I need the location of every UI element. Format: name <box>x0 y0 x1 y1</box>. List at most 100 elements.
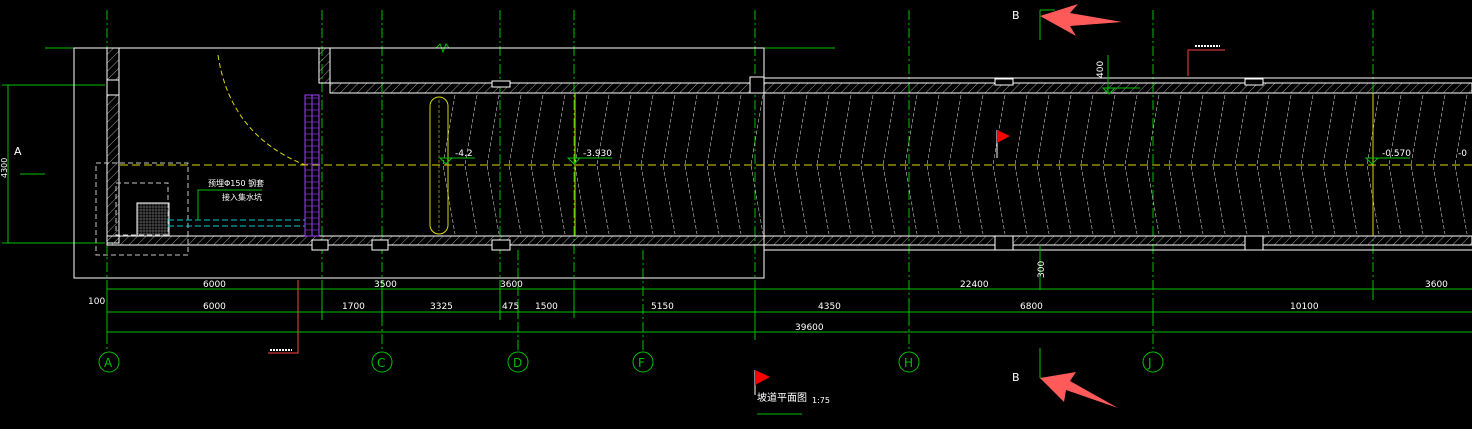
slope-hatch-mark <box>816 94 830 235</box>
dimension-lines <box>106 280 1472 340</box>
slope-hatch-mark <box>838 94 852 235</box>
slope-hatch-mark <box>530 94 544 235</box>
ramp-outline <box>73 47 1472 279</box>
slope-hatch-mark <box>1058 94 1072 235</box>
slope-hatch-mark <box>1146 94 1160 235</box>
dim-row2-6: 5150 <box>651 302 674 312</box>
slope-hatch-mark <box>772 94 786 235</box>
slope-hatch-mark <box>860 94 874 235</box>
slope-hatch-mark <box>1344 94 1358 235</box>
slope-hatch-mark <box>662 94 676 235</box>
elevation-label-4: -0 <box>1458 149 1467 159</box>
bottom-tag-leader <box>268 280 299 354</box>
axis-label-c: C <box>377 356 385 370</box>
slope-hatch-mark <box>794 94 808 235</box>
slope-hatch-mark <box>596 94 610 235</box>
dim-row2-1: 6000 <box>203 302 226 312</box>
axis-label-f: F <box>638 356 645 370</box>
vertical-dimensions <box>1039 55 1109 290</box>
slope-hatch-mark <box>1102 94 1116 235</box>
dim-row2-5: 1500 <box>535 302 558 312</box>
section-cut-marks <box>1039 9 1055 379</box>
elevation-label-1: -4.2 <box>455 149 473 159</box>
dim-left-offset: 100 <box>88 297 105 307</box>
dim-total: 39600 <box>795 323 824 333</box>
grid-axis-lines <box>106 10 1374 350</box>
left-dimension <box>2 84 105 244</box>
dim-row1-4: 22400 <box>960 280 989 290</box>
slope-hatch-mark <box>1036 94 1050 235</box>
slope-hatch-mark <box>992 94 1006 235</box>
slope-hatch-mark <box>882 94 896 235</box>
slope-hatch-mark <box>1190 94 1204 235</box>
tag-leader <box>1187 49 1225 76</box>
dim-row2-2: 1700 <box>342 302 365 312</box>
break-symbol <box>435 42 450 54</box>
axis-label-a: A <box>104 356 113 370</box>
vertical-dim-400: 400 <box>1096 61 1106 78</box>
slope-hatch-mark <box>1454 94 1468 235</box>
elevation-label-3: -0.570 <box>1382 149 1411 159</box>
slope-hatch-mark <box>1212 94 1226 235</box>
section-mark-top: B <box>1012 9 1020 22</box>
ramp-slope-hatch <box>442 94 1468 235</box>
arrow-icon-top <box>1040 4 1122 36</box>
door-swing-arc <box>217 54 306 166</box>
slope-hatch-mark <box>1432 94 1446 235</box>
elevation-markers <box>438 87 1410 165</box>
note-line-1: 预埋Φ150 钢套 <box>208 178 264 188</box>
slope-hatch-mark <box>1300 94 1314 235</box>
flag-icon-title <box>754 370 770 395</box>
slope-hatch-mark <box>904 94 918 235</box>
arrow-icon-bottom <box>1040 372 1118 408</box>
drain-trench <box>429 96 449 235</box>
slope-hatch-mark <box>552 94 566 235</box>
slope-hatch-mark <box>464 94 478 235</box>
slope-hatch-mark <box>1168 94 1182 235</box>
slope-hatch-mark <box>618 94 632 235</box>
note-leader <box>197 189 262 220</box>
drawing-scale: 1:75 <box>812 396 830 405</box>
slope-hatch-mark <box>442 94 456 235</box>
slope-hatch-mark <box>706 94 720 235</box>
slope-hatch-mark <box>948 94 962 235</box>
dim-row1-3: 3600 <box>500 280 523 290</box>
sump-pit <box>95 162 189 256</box>
slope-hatch-mark <box>574 94 588 235</box>
vertical-dim-300: 300 <box>1037 261 1047 278</box>
drain-pipe <box>168 219 305 227</box>
slope-hatch-mark <box>1388 94 1402 235</box>
slope-hatch-mark <box>640 94 654 235</box>
axis-bubbles <box>98 351 1164 373</box>
flag-icon <box>996 130 1010 158</box>
note-line-2: 接入集水坑 <box>222 192 262 202</box>
side-dimension: 4300 <box>0 158 9 178</box>
stair-steps <box>304 94 320 237</box>
dim-row1-1: 6000 <box>203 280 226 290</box>
dim-row2-8: 6800 <box>1020 302 1043 312</box>
dim-row2-4: 475 <box>502 302 519 312</box>
elevation-label-2: -3.930 <box>583 149 612 159</box>
axis-label-j: J <box>1147 356 1152 370</box>
slope-hatch-mark <box>1278 94 1292 235</box>
dim-row1-5: 3600 <box>1425 280 1448 290</box>
drawing-title: 坡道平面图 <box>757 391 807 404</box>
section-mark-bottom: B <box>1012 371 1020 384</box>
slope-hatch-mark <box>508 94 522 235</box>
slope-hatch-mark <box>750 94 764 235</box>
axis-label-d: D <box>513 356 522 370</box>
slope-hatch-mark <box>1234 94 1248 235</box>
slope-hatch-mark <box>486 94 500 235</box>
slope-hatch-mark <box>1080 94 1094 235</box>
slope-hatch-mark <box>1124 94 1138 235</box>
slope-hatch-mark <box>1256 94 1270 235</box>
slope-hatch-mark <box>970 94 984 235</box>
slope-hatch-mark <box>728 94 742 235</box>
slope-hatch-mark <box>1322 94 1336 235</box>
axis-label-h: H <box>904 356 913 370</box>
slope-hatch-mark <box>1366 94 1380 235</box>
side-label-a: A <box>14 145 22 158</box>
dim-row1-2: 3500 <box>374 280 397 290</box>
slope-hatch-mark <box>926 94 940 235</box>
